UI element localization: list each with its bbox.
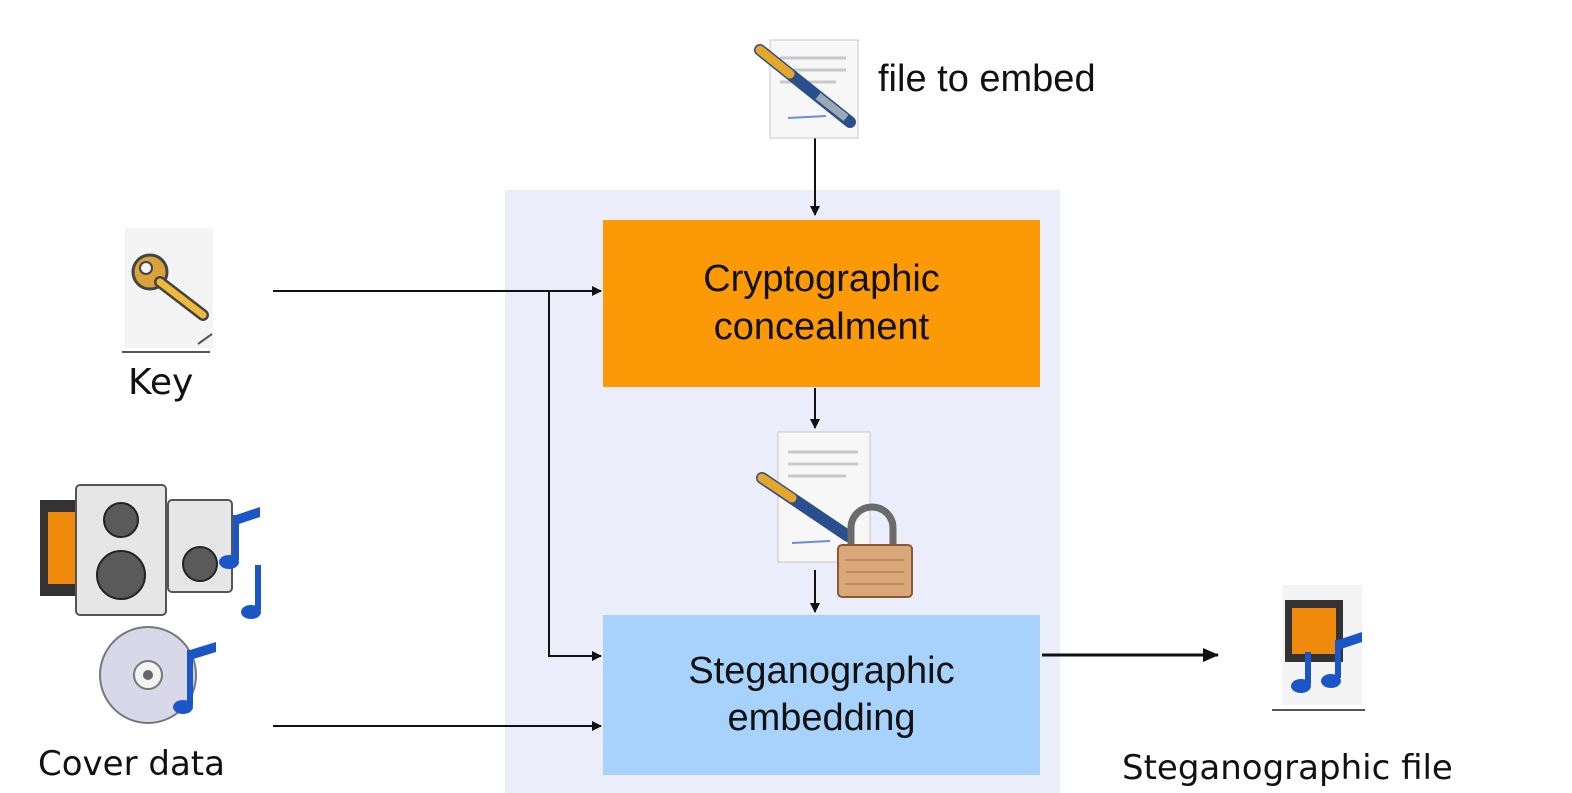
document-lock-icon xyxy=(756,431,913,598)
key-label: Key xyxy=(128,362,194,403)
steganographic-embedding-label: Steganographic embedding xyxy=(688,649,955,740)
steganographic-embedding-box: Steganographic embedding xyxy=(603,615,1040,775)
film-music-icon xyxy=(1272,585,1365,711)
media-files-icon xyxy=(40,484,261,724)
arrow-key-to-stego xyxy=(548,291,602,661)
cover-data-label: Cover data xyxy=(38,744,225,784)
cryptographic-concealment-box: Cryptographic concealment xyxy=(603,220,1040,387)
cryptographic-concealment-label: Cryptographic concealment xyxy=(703,258,940,348)
key-icon xyxy=(122,228,213,353)
document-pen-icon xyxy=(754,39,859,139)
steganographic-file-label: Steganographic file xyxy=(1122,748,1453,788)
file-to-embed-label: file to embed xyxy=(878,58,1096,100)
